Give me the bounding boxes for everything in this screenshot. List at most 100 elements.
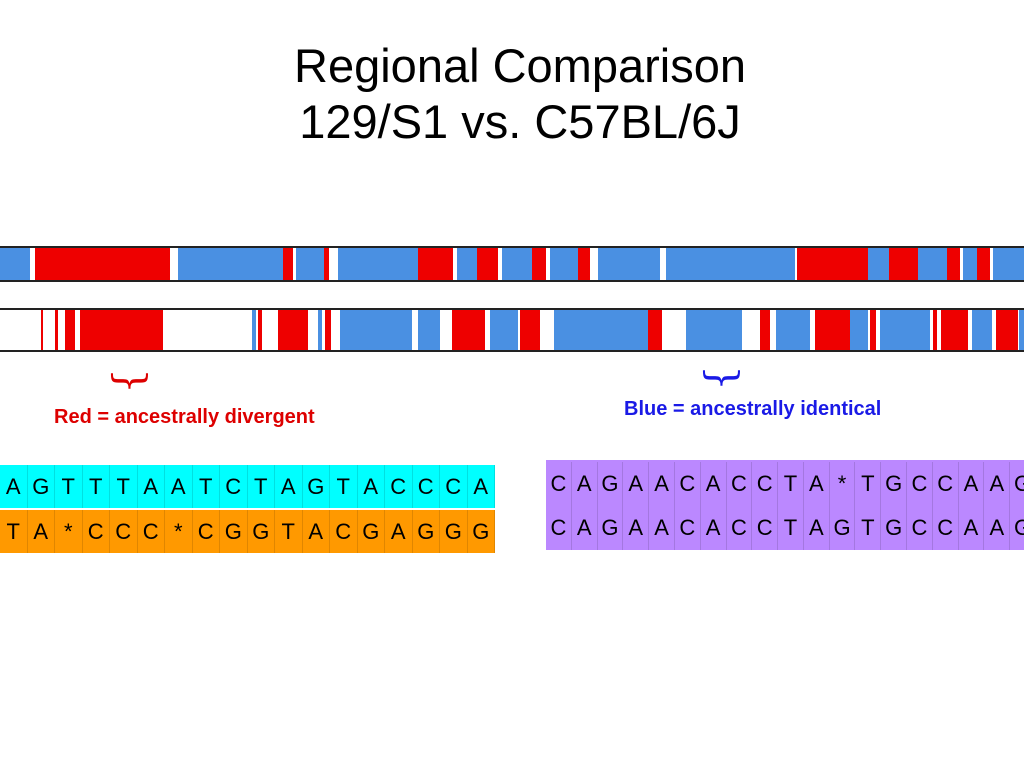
base-cell: A (385, 510, 413, 553)
base-cell: G (413, 510, 440, 553)
track-top-segment-red (532, 248, 546, 280)
base-cell: C (138, 510, 165, 553)
base-cell: * (55, 510, 83, 553)
base-cell: G (358, 510, 385, 553)
track-top-segment-blue (918, 248, 947, 280)
title-line-1: Regional Comparison (294, 39, 746, 92)
track-bottom-segment-blue (252, 310, 256, 350)
track-bottom-segment-blue (1019, 310, 1024, 350)
base-cell: A (358, 465, 385, 508)
track-bottom-segment-red (325, 310, 331, 350)
track-top-segment-red (797, 248, 868, 280)
base-cell: T (778, 462, 804, 506)
track-bottom-segment-blue (850, 310, 868, 350)
track-bottom-segment-blue (418, 310, 440, 350)
track-bottom-segment-red (933, 310, 937, 350)
base-cell: A (701, 462, 727, 506)
base-cell: A (303, 510, 330, 553)
track-top-segment-red (477, 248, 498, 280)
base-cell: * (830, 462, 856, 506)
base-cell: C (752, 506, 779, 550)
track-bottom-segment-blue (776, 310, 810, 350)
base-cell: G (220, 510, 248, 553)
base-cell: T (248, 465, 275, 508)
track-top-segment-blue (457, 248, 477, 280)
base-cell: G (830, 506, 856, 550)
track-top-segment-red (947, 248, 960, 280)
track-bottom-segment-red (815, 310, 850, 350)
track-bottom-segment-red (41, 310, 43, 350)
red-brace: { (105, 368, 152, 394)
base-cell: * (165, 510, 193, 553)
base-cell: G (598, 462, 624, 506)
base-cell: T (778, 506, 804, 550)
track-bottom-segment-red (648, 310, 662, 350)
track-top-segment-blue (550, 248, 578, 280)
track-top-segment-blue (963, 248, 977, 280)
base-cell: C (546, 506, 572, 550)
track-bottom-segment-red (452, 310, 485, 350)
track-top-segment-blue (296, 248, 324, 280)
track-top-segment-red (578, 248, 590, 280)
base-cell: A (649, 462, 675, 506)
track-bottom-segment-blue (686, 310, 742, 350)
base-cell: A (804, 506, 830, 550)
track-bottom-segment-red (65, 310, 75, 350)
base-cell: T (855, 506, 882, 550)
base-cell: A (959, 462, 985, 506)
track-top-segment-red (418, 248, 453, 280)
base-cell: A (0, 465, 28, 508)
track-top-segment-red (977, 248, 990, 280)
base-cell: A (959, 506, 985, 550)
track-bottom-segment-red (278, 310, 308, 350)
base-cell: A (138, 465, 165, 508)
base-cell: G (1010, 462, 1024, 506)
base-cell: T (330, 465, 358, 508)
base-cell: G (468, 510, 495, 553)
base-cell: A (649, 506, 675, 550)
base-cell: C (933, 506, 959, 550)
base-cell: C (110, 510, 138, 553)
base-cell: G (28, 465, 55, 508)
base-cell: T (110, 465, 138, 508)
track-bottom-segment-blue (554, 310, 648, 350)
track-bottom-segment-red (941, 310, 968, 350)
track-bottom-segment-red (760, 310, 770, 350)
base-cell: A (984, 506, 1011, 550)
base-cell: G (440, 510, 468, 553)
track-bottom-segment-red (870, 310, 876, 350)
track-top-segment-blue (993, 248, 1024, 280)
track-top-segment-red (283, 248, 293, 280)
base-cell: A (468, 465, 495, 508)
red-legend-caption: Red = ancestrally divergent (54, 406, 315, 428)
track-top-segment-red (35, 248, 170, 280)
title-line-2: 129/S1 vs. C57BL/6J (299, 95, 741, 148)
track-top-segment-red (324, 248, 329, 280)
base-cell: A (623, 462, 650, 506)
base-cell: C (83, 510, 110, 553)
base-cell: C (440, 465, 468, 508)
base-cell: A (165, 465, 193, 508)
base-cell: C (193, 510, 220, 553)
base-cell: T (0, 510, 28, 553)
base-cell: C (907, 462, 933, 506)
base-cell: C (727, 506, 753, 550)
base-cell: A (804, 462, 830, 506)
track-top-segment-blue (502, 248, 532, 280)
base-cell: G (303, 465, 330, 508)
base-cell: T (83, 465, 110, 508)
blue-legend-caption: Blue = ancestrally identical (624, 398, 882, 420)
track-bottom-segment-blue (972, 310, 992, 350)
base-cell: T (855, 462, 882, 506)
track-bottom-segment-blue (318, 310, 322, 350)
base-cell: G (248, 510, 275, 553)
base-cell: C (413, 465, 440, 508)
track-top (0, 246, 1024, 282)
track-top-segment-blue (0, 248, 30, 280)
track-bottom-segment-red (258, 310, 262, 350)
track-bottom-segment-blue (880, 310, 930, 350)
track-bottom-segment-red (55, 310, 58, 350)
track-bottom (0, 308, 1024, 352)
